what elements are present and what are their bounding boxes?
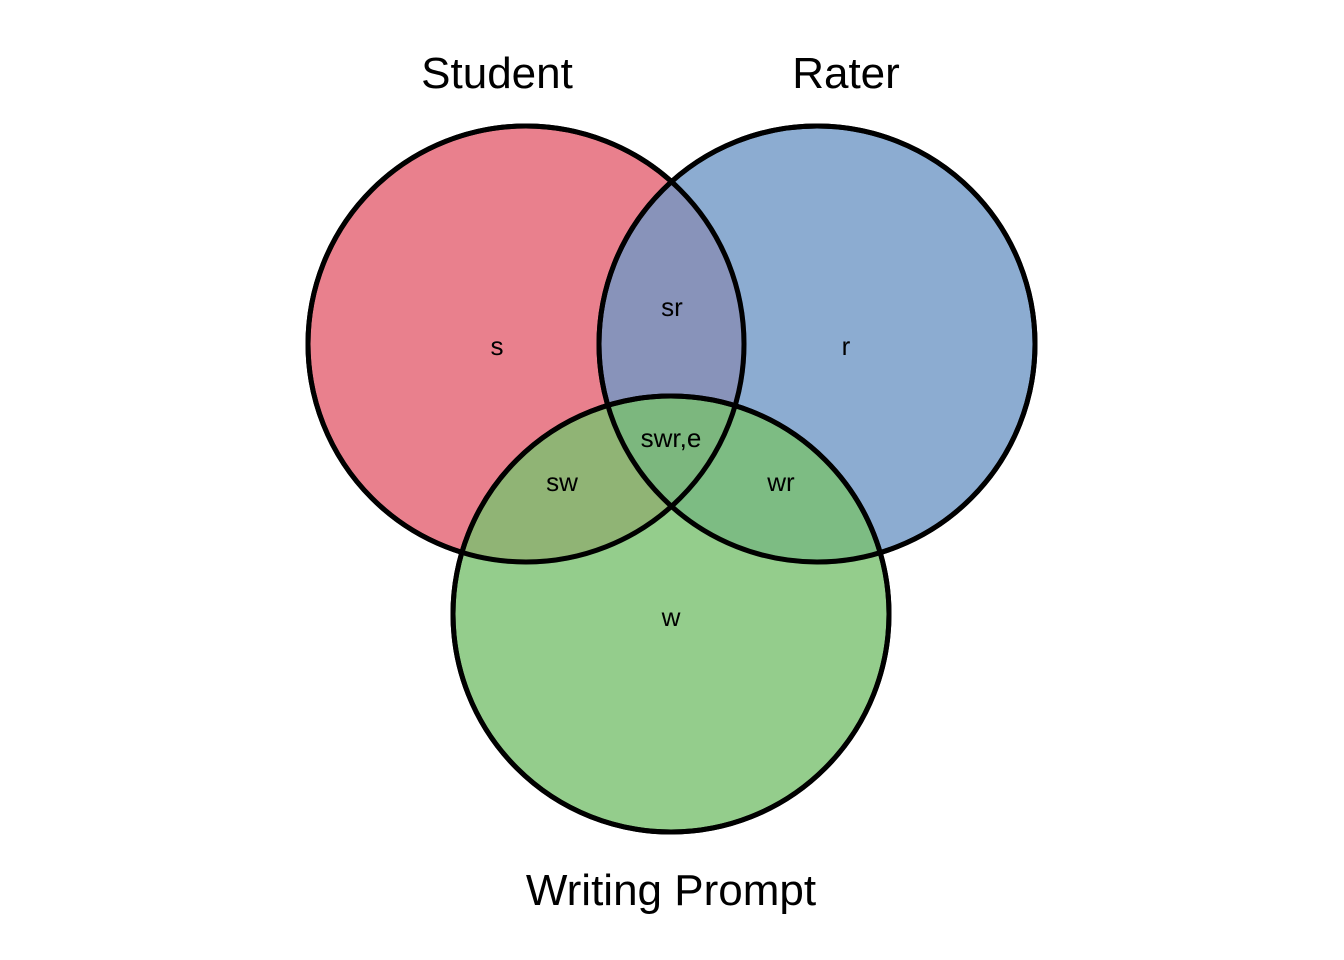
region-label-sw: sw <box>546 467 578 497</box>
region-label-r: r <box>842 331 851 361</box>
rater-circle-outline <box>596 123 1038 565</box>
rater-title: Rater <box>792 49 900 98</box>
student-title: Student <box>421 49 573 98</box>
writing-prompt-title: Writing Prompt <box>526 866 816 915</box>
region-label-swr: swr,e <box>641 423 702 453</box>
region-label-wr: wr <box>766 467 795 497</box>
region-label-w: w <box>661 602 681 632</box>
student-circle-outline <box>305 123 747 565</box>
region-label-sr: sr <box>661 292 683 322</box>
region-label-s: s <box>491 331 504 361</box>
writing-prompt-circle-outline <box>450 393 892 835</box>
